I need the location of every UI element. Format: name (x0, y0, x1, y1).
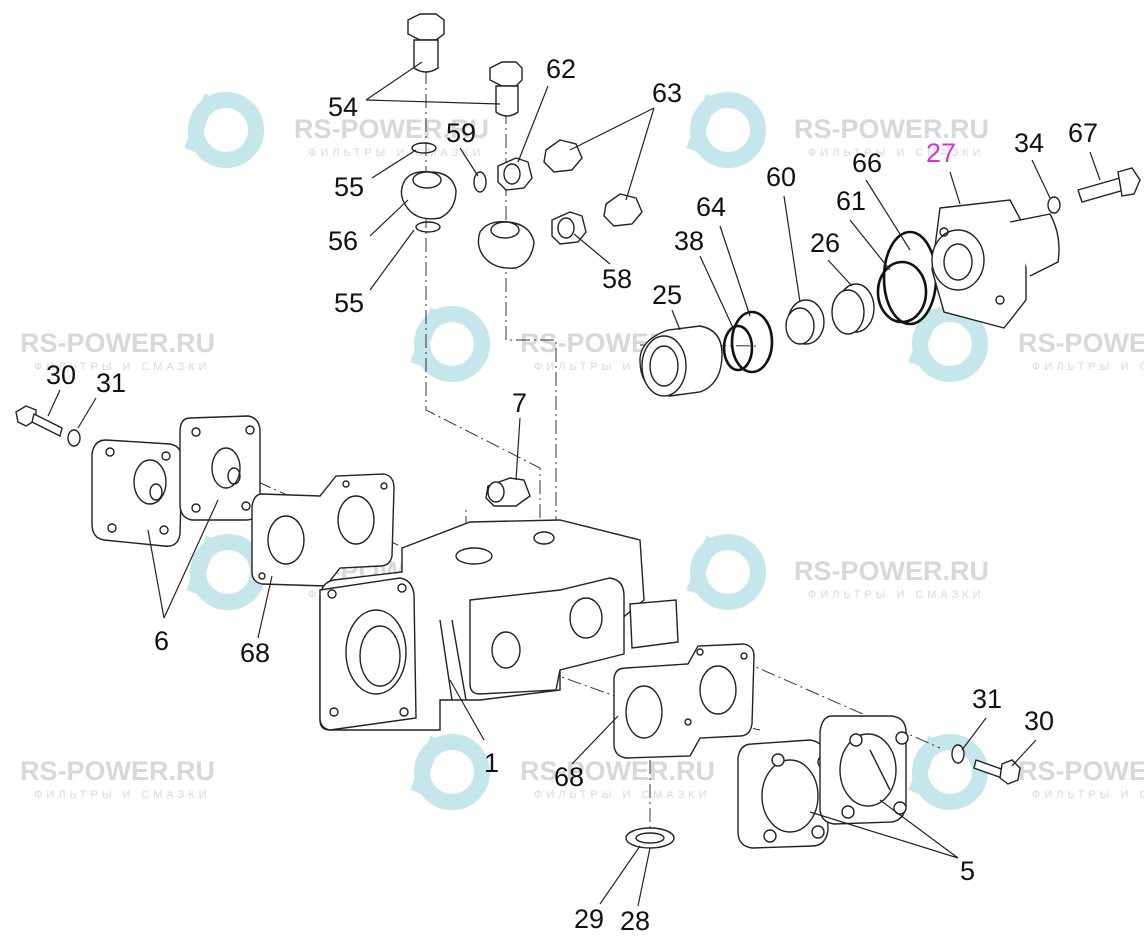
label-5: 5 (960, 856, 975, 886)
watermark-brand: RS-POWER.RU (20, 756, 215, 786)
gasket-68-left (251, 473, 395, 587)
watermark-logo: RS-POWER.RU ФИЛЬТРЫ И СМАЗКИ (686, 92, 989, 168)
watermark-brand: RS-POWER.RU (794, 556, 989, 586)
watermark-logo: RS-POWER.RU ФИЛЬТРЫ И СМАЗКИ (410, 734, 715, 810)
label-38: 38 (674, 226, 704, 256)
label-31: 31 (96, 368, 126, 398)
label-31: 31 (972, 684, 1002, 714)
flange-5-front (737, 739, 831, 849)
label-55: 55 (334, 172, 364, 202)
label-68: 68 (240, 638, 270, 668)
watermark-brand: RS-POWER.RU (1018, 328, 1144, 358)
label-27: 27 (926, 138, 956, 168)
label-55: 55 (334, 288, 364, 318)
oring-59 (473, 171, 487, 193)
label-64: 64 (696, 192, 726, 222)
label-7: 7 (512, 388, 527, 418)
flange-5-back (819, 715, 909, 825)
label-28: 28 (620, 906, 650, 936)
label-30: 30 (46, 360, 76, 390)
watermark-tagline: ФИЛЬТРЫ И СМАЗКИ (534, 789, 711, 801)
label-60: 60 (766, 162, 796, 192)
nut-63-a (543, 139, 583, 173)
bolt-67 (1077, 167, 1141, 203)
watermark-logo: RS-POWER.RU ФИЛЬТРЫ И СМАЗКИ (908, 306, 1144, 382)
label-6: 6 (154, 626, 169, 656)
nut-63-b (603, 193, 643, 227)
label-54: 54 (328, 92, 358, 122)
label-56: 56 (328, 226, 358, 256)
banjo-56-a (400, 171, 457, 220)
watermark-brand: RS-POWER.RU (520, 756, 715, 786)
watermark-logo: RS-POWER.RU ФИЛЬТРЫ И СМАЗКИ (184, 92, 489, 168)
watermark-brand: RS-POWER.RU (20, 328, 215, 358)
label-1: 1 (484, 748, 499, 778)
washer-31-left (67, 429, 81, 447)
watermark-tagline: ФИЛЬТРЫ И СМАЗКИ (34, 789, 211, 801)
bolt-30-right (973, 759, 1021, 785)
watermark-logo: RS-POWER.RU ФИЛЬТРЫ И СМАЗКИ (20, 756, 215, 801)
label-30: 30 (1024, 706, 1054, 736)
label-59: 59 (446, 118, 476, 148)
watermark-tagline: ФИЛЬТРЫ И СМАЗКИ (34, 361, 211, 373)
watermark-tagline: ФИЛЬТРЫ И СМАЗКИ (1032, 361, 1144, 373)
watermark-brand: RS-POWER.RU (1018, 756, 1144, 786)
watermark-tagline: ФИЛЬТРЫ И СМАЗКИ (308, 147, 485, 159)
label-68: 68 (554, 762, 584, 792)
oring-55-top (411, 142, 437, 154)
label-29: 29 (574, 904, 604, 934)
bolt-54-b (489, 61, 523, 117)
watermark-brand: RS-POWER.RU (794, 114, 989, 144)
part-number-labels: 54 62 63 59 55 56 58 55 27 34 67 66 60 6… (46, 54, 1098, 936)
bolt-30-left (15, 405, 63, 438)
label-66: 66 (852, 148, 882, 178)
label-34: 34 (1014, 128, 1044, 158)
label-62: 62 (546, 54, 576, 84)
adapter-58 (551, 211, 587, 245)
housing-body-1 (319, 519, 679, 731)
ring-60 (785, 299, 825, 345)
flange-6-front (91, 439, 183, 547)
label-63: 63 (652, 78, 682, 108)
washer-34 (1047, 196, 1061, 214)
watermark-logo: RS-POWER.RU ФИЛЬТРЫ И СМАЗКИ (908, 734, 1144, 810)
leader-lines (47, 61, 1101, 907)
oring-38 (722, 324, 754, 372)
watermark-tagline: ФИЛЬТРЫ И СМАЗКИ (1032, 789, 1144, 801)
flange-6-back (179, 415, 261, 521)
oring-66 (882, 230, 938, 326)
watermark-tagline: ФИЛЬТРЫ И СМАЗКИ (808, 147, 985, 159)
watermark-brand: RS-POWER.RU (294, 114, 489, 144)
housing-27 (931, 199, 1060, 329)
watermark-logo: RS-POWER.RU ФИЛЬТРЫ И СМАЗКИ (686, 534, 989, 610)
label-25: 25 (652, 280, 682, 310)
plug-7 (485, 477, 531, 507)
oring-64 (730, 310, 774, 374)
banjo-56-b (477, 221, 535, 269)
watermark-tagline: ФИЛЬТРЫ И СМАЗКИ (808, 589, 985, 601)
washer-29-28 (625, 827, 675, 849)
label-26: 26 (810, 228, 840, 258)
bolt-54-a (407, 13, 445, 73)
ring-26 (831, 283, 875, 335)
washer-31-right (951, 744, 965, 764)
label-67: 67 (1068, 118, 1098, 148)
bushing-25 (639, 325, 723, 397)
oring-55-bottom (415, 221, 441, 233)
label-58: 58 (602, 264, 632, 294)
watermark-logo: RS-POWER.RU ФИЛЬТРЫ И СМАЗКИ (20, 328, 215, 373)
gasket-68-right (613, 643, 755, 759)
label-61: 61 (836, 186, 866, 216)
adapter-62 (497, 157, 533, 191)
